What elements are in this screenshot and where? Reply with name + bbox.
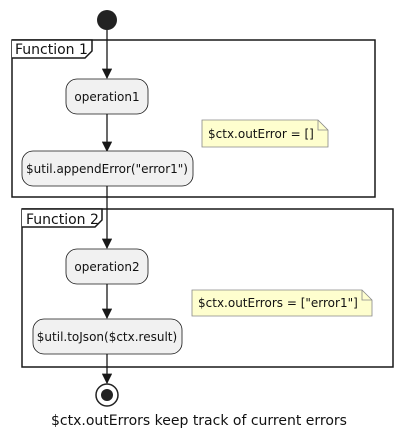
partition-title: Function 1 (15, 42, 88, 58)
note-out-errors: $ctx.outErrors = ["error1"] (191, 289, 373, 317)
end-caption: $ctx.outErrors keep track of current err… (51, 413, 347, 429)
action-append-error: $util.appendError("error1") (21, 150, 194, 187)
note-out-error: $ctx.outError = [] (201, 119, 329, 148)
action-to-json: $util.toJson($ctx.result) (32, 318, 183, 355)
action-operation1: operation1 (65, 78, 149, 115)
start-node (97, 10, 117, 30)
partition-title: Function 2 (26, 212, 99, 228)
end-node (95, 383, 119, 407)
partition-function-1: Function 1 (11, 39, 376, 198)
action-label: operation2 (74, 260, 139, 274)
action-label: $util.appendError("error1") (26, 162, 188, 176)
action-operation2: operation2 (65, 248, 149, 285)
partition-function-2: Function 2 (21, 208, 394, 368)
note-text: $ctx.outError = [] (208, 127, 314, 141)
action-label: operation1 (74, 90, 139, 104)
note-text: $ctx.outErrors = ["error1"] (198, 296, 358, 310)
action-label: $util.toJson($ctx.result) (37, 330, 177, 344)
